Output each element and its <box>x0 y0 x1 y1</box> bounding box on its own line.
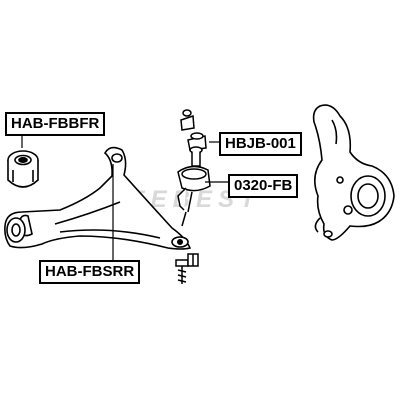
label-front-bushing: HAB-FBBFR <box>5 112 106 136</box>
leader-lines <box>21 134 229 262</box>
knuckle-icon <box>312 104 395 241</box>
bolt-icon <box>175 259 189 284</box>
label-ball-joint: 0320-FB <box>228 174 299 198</box>
label-rear-bushing: HAB-FBSRR <box>39 260 141 284</box>
front-bushing-icon <box>7 150 39 188</box>
ball-joint-icon <box>177 146 211 227</box>
control-arm-icon <box>4 146 192 250</box>
nut-icon <box>187 253 199 267</box>
label-ball-joint-boot: HBJB-001 <box>219 132 302 156</box>
boot-icon <box>180 109 207 151</box>
